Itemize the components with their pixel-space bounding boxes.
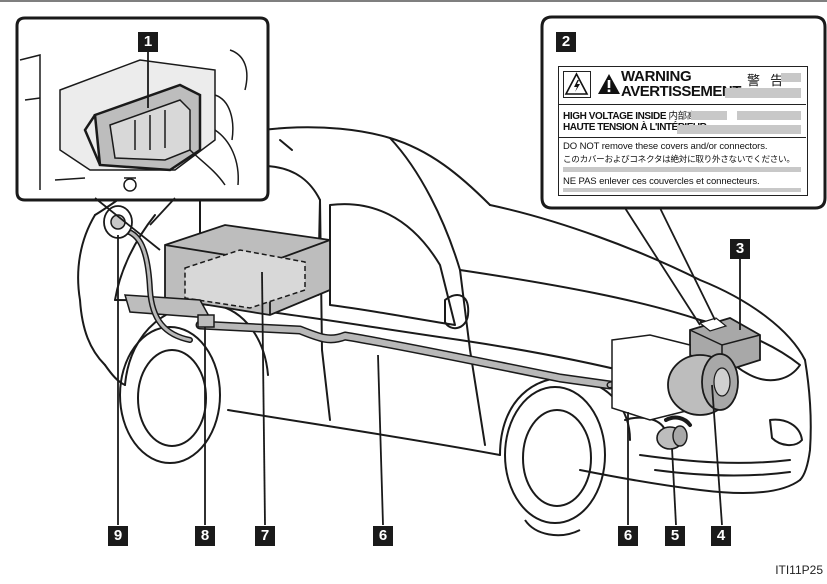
haute-tension-line: HAUTE TENSION À L'INTÉRIEUR — [563, 122, 707, 133]
warning-label-body: DO NOT remove these covers and/or connec… — [559, 137, 806, 194]
front-wheel — [504, 386, 606, 524]
label-gray-block — [725, 88, 801, 98]
callout-6-cable: 6 — [373, 526, 393, 546]
warning-triangle-icon — [597, 72, 621, 96]
callout-9: 9 — [108, 526, 128, 546]
inset-1-leader-b — [149, 197, 176, 226]
callout-6-engine: 6 — [618, 526, 638, 546]
warning-title: WARNING — [621, 68, 692, 85]
notice-japanese: このカバーおよびコネクタは絶対に取り外さないでください。 — [563, 155, 795, 165]
high-voltage-icon — [563, 71, 591, 98]
label-gray-block — [737, 111, 801, 120]
notice-french: NE PAS enlever ces couvercles et connect… — [563, 176, 760, 187]
callout-5: 5 — [665, 526, 685, 546]
warning-title-japanese: 警 告 — [747, 74, 787, 89]
label-gray-block — [563, 167, 801, 172]
callout-8: 8 — [195, 526, 215, 546]
inset-1-leader-a — [94, 197, 161, 251]
callout-3: 3 — [730, 239, 750, 259]
figure-code: ITI11P25 — [775, 563, 823, 577]
warning-label-header: WARNING AVERTISSEMENT 警 告 — [559, 67, 806, 105]
hv-english: HIGH VOLTAGE INSIDE — [563, 111, 667, 122]
callout-2: 2 — [556, 32, 576, 52]
hybrid-battery — [123, 224, 331, 328]
label-gray-block — [691, 111, 727, 120]
inset-2-leader-a — [624, 207, 701, 326]
high-voltage-cable — [195, 320, 664, 415]
warning-subtitle: AVERTISSEMENT — [621, 83, 741, 100]
label-gray-block — [563, 188, 801, 192]
callout-7: 7 — [255, 526, 275, 546]
rear-wheel — [119, 326, 221, 464]
label-gray-block — [781, 73, 801, 82]
service-plug — [103, 205, 193, 343]
callout-1: 1 — [138, 32, 158, 52]
inset-2-leader-b — [659, 207, 716, 321]
notice-english: DO NOT remove these covers and/or connec… — [563, 141, 768, 152]
warning-label: WARNING AVERTISSEMENT 警 告 HIGH VOLTAGE I… — [558, 66, 808, 196]
inset-1-service-plug-closeup — [15, 16, 270, 202]
callout-leaders — [117, 52, 741, 526]
callout-4: 4 — [711, 526, 731, 546]
label-gray-block — [677, 125, 801, 134]
electric-motor — [667, 353, 739, 416]
wheels — [119, 326, 606, 537]
ac-compressor — [656, 415, 692, 450]
